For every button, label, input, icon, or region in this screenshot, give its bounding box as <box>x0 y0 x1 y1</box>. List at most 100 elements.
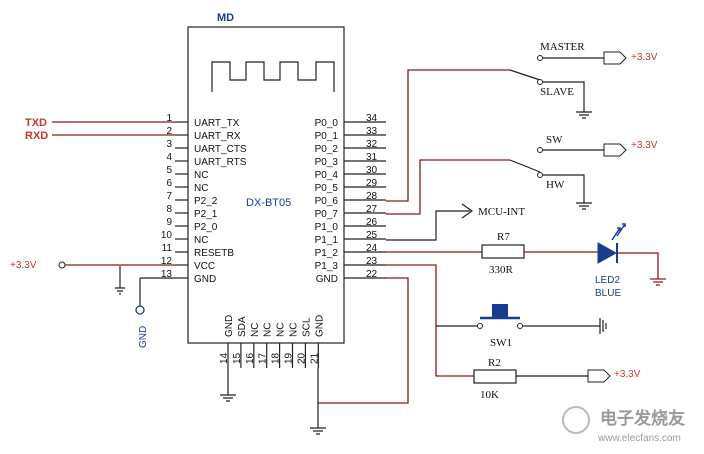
left-pin-name: NC <box>194 170 208 181</box>
right-pin-name: P0_1 <box>315 131 339 142</box>
bottom-pin-number: 18 <box>271 352 282 364</box>
left-pin-number: 6 <box>166 178 172 189</box>
led2-ray-heads <box>617 223 626 231</box>
switch1-contact-slave <box>537 79 543 85</box>
master-vcc-label: +3.3V <box>631 52 658 63</box>
right-pin-name: P1_3 <box>315 261 339 272</box>
right-pin-number: 23 <box>366 256 378 267</box>
left-pin-number: 9 <box>166 217 172 228</box>
p13-wire <box>386 264 474 377</box>
left-pin-name: VCC <box>194 261 215 272</box>
right-pin-name: P0_2 <box>315 144 339 155</box>
left-pin-number: 4 <box>166 152 172 163</box>
hw-gnd <box>543 174 592 210</box>
sw1-contact-left <box>477 323 483 329</box>
right-pin-group: 34P0_033P0_132P0_231P0_330P0_429P0_528P0… <box>315 113 386 285</box>
hw-label: HW <box>546 179 565 191</box>
sw1-button <box>492 304 508 318</box>
bottom-pin-name: GND <box>314 315 325 337</box>
left-pin-number: 1 <box>166 113 172 124</box>
left-pin-number: 5 <box>166 165 172 176</box>
right-pin-name: P0_0 <box>315 118 339 129</box>
left-pin-name: RESETB <box>194 248 234 259</box>
bottom-pin-name: SCL <box>301 317 312 337</box>
p07-net-wire <box>386 159 510 215</box>
sw-label: SW <box>546 134 563 146</box>
gnd-left-symbol <box>115 266 125 295</box>
right-pin-name: P0_5 <box>315 183 339 194</box>
left-pin-name: GND <box>194 274 216 285</box>
right-pin-number: 30 <box>366 165 378 176</box>
left-pin-name: UART_CTS <box>194 144 247 155</box>
module-center-label: DX-BT05 <box>246 197 291 209</box>
left-pin-number: 7 <box>166 191 172 202</box>
right-pin-name: GND <box>316 274 338 285</box>
left-pin-name: NC <box>194 235 208 246</box>
left-pin-number: 2 <box>166 126 172 137</box>
rxd-label: RXD <box>25 130 48 142</box>
txd-label: TXD <box>25 117 47 129</box>
sw-vcc-flag <box>603 143 627 157</box>
right-pin-number: 28 <box>366 191 378 202</box>
mcu-int-wire <box>386 210 470 241</box>
r2-ref: R2 <box>488 357 501 369</box>
r2-value: 10K <box>480 389 499 401</box>
switch1-lever <box>509 69 541 81</box>
p06-net-wire <box>386 69 510 202</box>
pin14-gnd <box>220 368 236 402</box>
left-pin-number: 13 <box>161 269 173 280</box>
slave-label: SLAVE <box>540 86 574 98</box>
left-pin-name: P2_1 <box>194 209 218 220</box>
led2-triangle <box>597 242 618 264</box>
led2-light-rays <box>611 223 626 241</box>
left-pin-name: UART_RTS <box>194 157 247 168</box>
watermark-url: www.elecfans.com <box>597 433 681 444</box>
right-pin-number: 26 <box>366 217 378 228</box>
switch2-contact-hw <box>537 172 543 178</box>
r2-vcc-flag <box>587 369 611 383</box>
r7-ref: R7 <box>497 231 510 243</box>
right-pin-name: P0_3 <box>315 157 339 168</box>
watermark-text: 电子发烧友 <box>600 408 685 428</box>
sw1-contact-right <box>517 323 523 329</box>
sw1-ref: SW1 <box>490 337 512 349</box>
watermark-logo-icon <box>562 406 590 434</box>
led2-ref: LED2 <box>595 275 620 286</box>
mcu-int-label: MCU-INT <box>478 206 525 218</box>
slave-gnd <box>543 81 592 119</box>
right-pin-number: 34 <box>366 113 378 124</box>
bottom-pin-name: NC <box>263 323 274 337</box>
r2-body <box>473 369 517 384</box>
r7-value: 330R <box>489 264 514 276</box>
led-gnd <box>618 252 666 286</box>
right-pin-number: 25 <box>366 230 378 241</box>
sw1-gnd <box>523 318 607 334</box>
bottom-pin-name: NC <box>289 323 300 337</box>
left-pin-name: P2_2 <box>194 196 218 207</box>
vcc-left-label: +3.3V <box>10 260 37 271</box>
right-pin-number: 27 <box>366 204 378 215</box>
mcu-int-arrow <box>461 203 474 219</box>
left-pin-name: NC <box>194 183 208 194</box>
bottom-pin-number: 17 <box>258 352 269 364</box>
left-pin-number: 11 <box>162 243 173 254</box>
left-pin-number: 10 <box>161 230 173 241</box>
left-pin-name: P2_0 <box>194 222 218 233</box>
right-pin-name: P1_1 <box>315 235 339 246</box>
bottom-pin-name: NC <box>276 323 287 337</box>
r7-body <box>481 244 525 259</box>
antenna-trace <box>211 61 335 92</box>
sw-vcc-label: +3.3V <box>631 140 658 151</box>
right-pin-number: 24 <box>366 243 378 254</box>
pin22-gnd-wire <box>318 277 409 404</box>
r2-vcc-label: +3.3V <box>614 369 641 380</box>
vcc-left-terminal <box>58 261 66 269</box>
switch2-lever <box>509 159 541 173</box>
master-label: MASTER <box>540 41 585 53</box>
left-pin-number: 3 <box>166 139 172 150</box>
left-pin-number: 12 <box>161 256 173 267</box>
bottom-pin-number: 16 <box>245 352 256 364</box>
gnd-left-terminal <box>135 305 145 315</box>
